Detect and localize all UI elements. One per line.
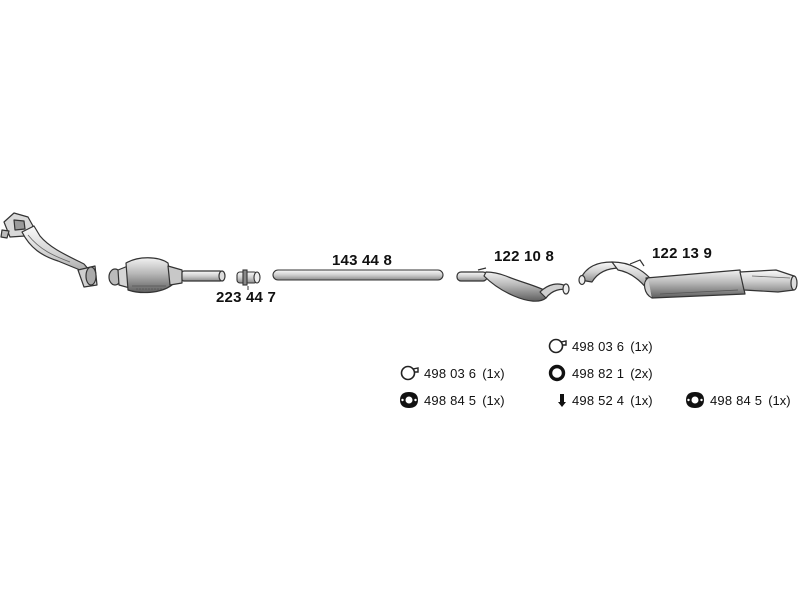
clamp-icon	[548, 338, 567, 354]
gasket-icon	[686, 392, 704, 408]
middle-silencer-icon	[456, 267, 570, 302]
catalytic-converter-icon	[108, 257, 226, 294]
part-number-middle-silencer: 122 10 8	[494, 248, 554, 265]
rubber-ring-icon	[548, 364, 566, 382]
accessory-code: 498 82 1	[572, 365, 625, 381]
accessory-quantity: (1x)	[482, 365, 505, 381]
rubber-mount-icon	[558, 394, 566, 407]
accessory-rubber-mount: 498 52 4 (1x)	[546, 390, 653, 410]
part-number-connector: 223 44 7	[216, 289, 276, 306]
rear-silencer-icon	[578, 259, 798, 299]
accessory-quantity: (1x)	[482, 392, 505, 408]
accessory-quantity: (1x)	[768, 392, 791, 408]
accessory-rubber-ring: 498 82 1 (2x)	[546, 363, 653, 383]
part-number-rear-silencer: 122 13 9	[652, 245, 712, 262]
straight-pipe-icon	[272, 269, 444, 281]
accessory-gasket-2: 498 84 5 (1x)	[684, 390, 791, 410]
pipe-connector-icon	[236, 269, 261, 286]
clamp-icon	[400, 365, 419, 381]
accessory-quantity: (2x)	[630, 365, 653, 381]
accessory-gasket-1: 498 84 5 (1x)	[398, 390, 505, 410]
accessory-quantity: (1x)	[630, 392, 653, 408]
front-pipe-icon	[0, 212, 98, 288]
accessory-code: 498 03 6	[424, 365, 477, 381]
accessory-clamp-2: 498 03 6 (1x)	[546, 336, 653, 356]
gasket-icon	[400, 392, 418, 408]
accessory-clamp-1: 498 03 6 (1x)	[398, 363, 505, 383]
accessory-code: 498 84 5	[710, 392, 763, 408]
accessory-quantity: (1x)	[630, 338, 653, 354]
part-number-pipe: 143 44 8	[332, 252, 392, 269]
accessory-code: 498 03 6	[572, 338, 625, 354]
accessory-code: 498 84 5	[424, 392, 477, 408]
accessory-code: 498 52 4	[572, 392, 625, 408]
